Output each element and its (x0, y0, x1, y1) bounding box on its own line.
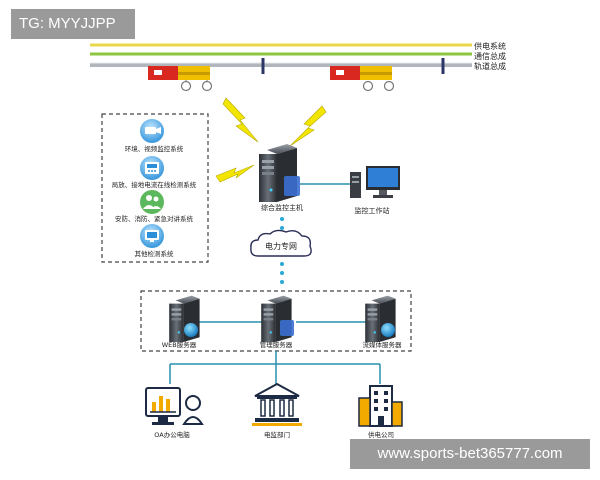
main-host-label: 综合监控主机 (261, 203, 303, 212)
streaming-server-label: 流媒体服务器 (363, 340, 403, 349)
subsystem-label: 局放、接地电流在线检测系统 (112, 180, 197, 189)
workstation-label: 监控工作站 (355, 206, 390, 215)
watermark-top: TG: MYYJJPP (11, 9, 135, 39)
subsystem-security: 安防、消防、紧急对讲系统 (115, 190, 194, 223)
streaming-server (365, 295, 396, 342)
wireless-signal-icon (289, 105, 327, 147)
camera-icon (145, 127, 161, 134)
subsystem-label: 其他检测系统 (135, 249, 175, 258)
main-monitoring-host (259, 144, 300, 202)
subsystem-detection: 局放、接地电流在线检测系统 (112, 156, 197, 189)
wireless-signal-icon (215, 164, 255, 183)
label-power: 供电系统 (474, 41, 506, 51)
power-company-building-icon (358, 385, 403, 427)
web-server (169, 295, 200, 342)
link-dots-host-network (280, 217, 284, 230)
monitor-icon (145, 230, 159, 242)
subsystem-video: 环境、视频监控系统 (125, 119, 184, 153)
subsystem-label: 环境、视频监控系统 (125, 144, 184, 153)
subsystem-label: 安防、消防、紧急对讲系统 (115, 214, 194, 223)
power-private-network-cloud (250, 229, 312, 257)
monitoring-workstation (350, 166, 400, 198)
detector-icon (145, 162, 159, 174)
management-server-label: 管理服务器 (260, 340, 293, 349)
regulator-building-icon (252, 382, 302, 426)
label-comm: 通信总成 (474, 51, 506, 61)
network-label: 电力专网 (265, 241, 297, 251)
globe-icon (381, 323, 395, 337)
oa-office-computer-icon (145, 387, 204, 425)
subsystems-group (101, 113, 209, 263)
subsystem-other: 其他检测系统 (135, 224, 175, 258)
inspection-robot-left (148, 66, 213, 92)
globe-icon (184, 323, 198, 337)
management-server (261, 295, 294, 342)
link-dots-network-servers (280, 262, 284, 284)
label-track: 轨道总成 (474, 61, 506, 71)
wireless-signal-icon (222, 97, 259, 143)
inspection-robot-right (330, 66, 395, 92)
web-server-label: WEB服务器 (162, 340, 197, 349)
regulator-label: 电监部门 (264, 430, 290, 439)
oa-computer-label: OA办公电脑 (154, 430, 190, 439)
watermark-bottom: www.sports-bet365777.com (350, 439, 590, 469)
power-company-label: 供电公司 (368, 430, 394, 439)
people-icon (143, 195, 161, 209)
